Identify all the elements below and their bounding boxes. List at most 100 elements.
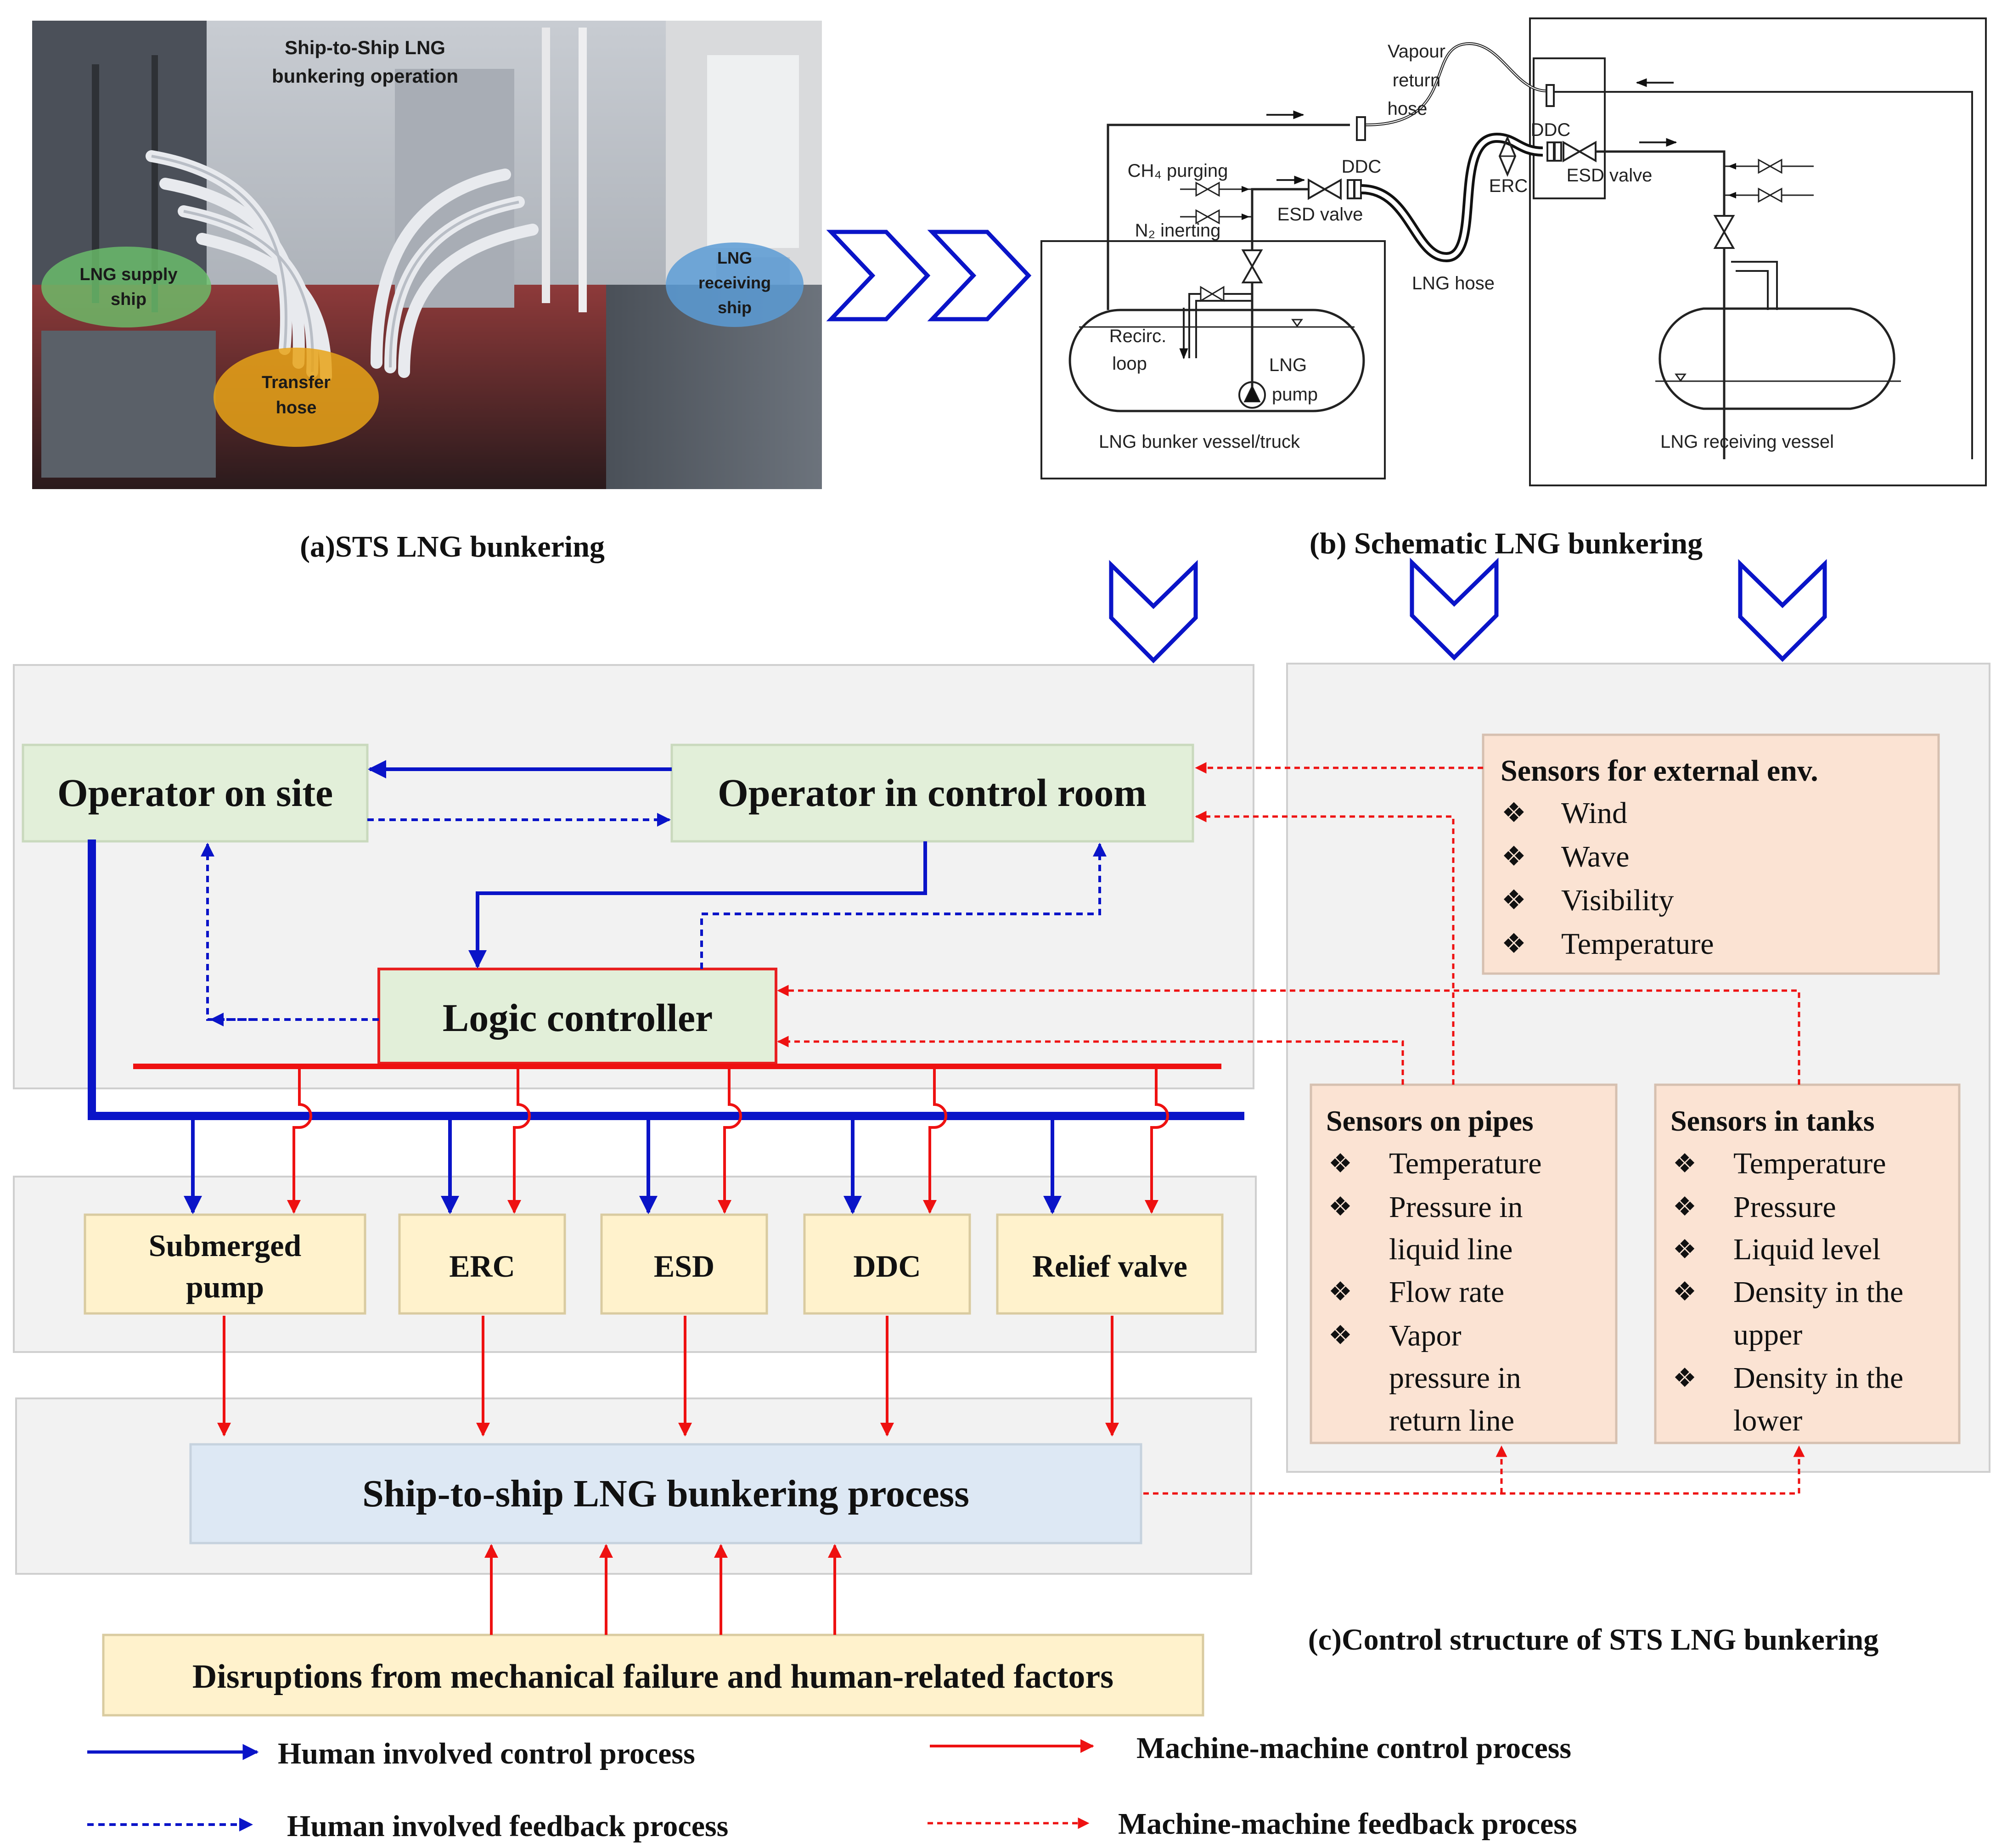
lng-hose-label: LNG hose [1412, 273, 1495, 293]
supply-ship-highlight [41, 247, 211, 327]
receiving-vessel-label: LNG receiving vessel [1660, 432, 1834, 452]
disruptions-label: Disruptions from mechanical failure and … [192, 1658, 1113, 1696]
sensors-pipes-title: Sensors on pipes [1326, 1104, 1534, 1137]
human-control-arrows [88, 760, 1244, 1214]
sensors-tanks-item: upper [1733, 1318, 1802, 1352]
lng-process-box [189, 1443, 1142, 1544]
photo-title-line2: bunkering operation [272, 65, 458, 87]
bullet-icon: ❖ [1673, 1363, 1697, 1393]
caption-b: (b) Schematic LNG bunkering [1310, 527, 1703, 560]
transfer-hose-highlight [214, 348, 379, 447]
sensors-ext-item: Wave [1561, 840, 1630, 873]
pump-icon [1238, 381, 1266, 409]
control-boxes [22, 733, 1961, 1717]
photo-title-line1: Ship-to-Ship LNG [285, 37, 445, 58]
disruptions-box [102, 1634, 1204, 1717]
sensors-pipes-item: Pressure in [1389, 1190, 1523, 1224]
legend-machine-control-label: Machine-machine control process [1136, 1731, 1571, 1765]
operator-on-site-box [22, 744, 369, 843]
pump-label-line1: LNG [1269, 355, 1307, 375]
legend-human-feedback-label: Human involved feedback process [287, 1809, 728, 1843]
lng-schematic [1040, 17, 1987, 486]
submerged-pump-label-line2: pump [186, 1269, 264, 1304]
legend-human-control-label: Human involved control process [278, 1737, 695, 1770]
sensors-ext-item: Wind [1561, 796, 1627, 830]
bullet-icon: ❖ [1673, 1277, 1697, 1307]
receiving-ship-label-line2: receiving [698, 273, 771, 292]
bunker-vessel-box [1040, 240, 1386, 479]
sensors-tanks-item: Liquid level [1733, 1233, 1881, 1266]
erc-label: ERC [1489, 176, 1528, 196]
sensors-pipes-item: Temperature [1389, 1147, 1542, 1180]
legend-machine-feedback-label: Machine-machine feedback process [1118, 1807, 1577, 1841]
sensors-tanks-box [1654, 1083, 1961, 1444]
schematic-labels: Vapour return hose DDC DDC CH₄ purging N… [1099, 41, 1834, 452]
chevron-right-icon [826, 230, 1032, 321]
esd-label: ESD [654, 1249, 714, 1284]
sensors-external-box [1482, 733, 1940, 975]
machine-feedback-arrows [777, 762, 1805, 1495]
ddc-right-label: DDC [1531, 120, 1571, 140]
bunker-vessel-label: LNG bunker vessel/truck [1099, 432, 1300, 452]
sensors-pipes-item: Flow rate [1389, 1275, 1504, 1309]
caption-a: (a)STS LNG bunkering [300, 530, 605, 563]
bullet-icon: ❖ [1501, 841, 1526, 872]
receiving-ship-label-line3: ship [718, 298, 752, 317]
lng-process-label: Ship-to-ship LNG bunkering process [362, 1472, 969, 1515]
recirc-label-line2: loop [1112, 354, 1147, 374]
bullet-icon: ❖ [1328, 1149, 1352, 1178]
submerged-pump-box [84, 1213, 366, 1315]
bullet-icon: ❖ [1328, 1192, 1352, 1222]
sensors-ext-item: Temperature [1561, 927, 1714, 961]
ddc-left-label: DDC [1342, 157, 1382, 177]
sensors-tanks-item: Pressure [1733, 1190, 1836, 1224]
bullet-icon: ❖ [1501, 885, 1526, 915]
erc-label: ERC [449, 1249, 515, 1284]
sensors-tanks-item: Temperature [1733, 1147, 1886, 1180]
vapour-label-line3: hose [1388, 99, 1428, 119]
bullet-icon: ❖ [1673, 1234, 1697, 1264]
erc-symbol [1498, 135, 1517, 177]
bullet-icon: ❖ [1673, 1192, 1697, 1222]
erc-box [398, 1213, 566, 1315]
bullet-icon: ❖ [1328, 1320, 1352, 1350]
recirc-label-line1: Recirc. [1109, 326, 1166, 346]
sensors-pipes-box [1310, 1083, 1618, 1444]
chevron-down-icon [1109, 558, 1827, 664]
transfer-hose-label-line1: Transfer [262, 373, 331, 392]
caption-c: (c)Control structure of STS LNG bunkerin… [1308, 1623, 1878, 1656]
receiving-vessel-box [1529, 17, 1987, 486]
control-box-texts: Operator on site Operator in control roo… [57, 771, 1187, 1696]
ch4-purging-label: CH₄ purging [1128, 161, 1228, 181]
vapour-label-line1: Vapour [1388, 41, 1445, 62]
esd-box [600, 1213, 768, 1315]
bullet-icon: ❖ [1328, 1277, 1352, 1307]
receiving-tank [1659, 307, 1895, 410]
supply-ship-label-line2: ship [111, 290, 146, 309]
operator-on-site-label: Operator on site [57, 771, 333, 815]
sensors-tanks-item: Density in the [1733, 1361, 1903, 1395]
sensors-ext-item: Visibility [1561, 884, 1674, 917]
sensor-texts: Sensors for external env. ❖ Wind ❖ Wave … [1326, 754, 1903, 1437]
sensors-tanks-item: Density in the [1733, 1275, 1903, 1309]
bullet-icon: ❖ [1501, 929, 1526, 959]
legend: Human involved control process Human inv… [87, 1731, 1577, 1843]
supply-ship-label-line1: LNG supply [79, 265, 177, 284]
ddc-area-box [1533, 57, 1606, 199]
sensors-tanks-title: Sensors in tanks [1670, 1104, 1875, 1137]
ddc-label: DDC [853, 1249, 921, 1284]
esd-right-label: ESD valve [1567, 165, 1653, 186]
pump-label-line2: pump [1272, 384, 1318, 405]
machine-control-arrows [217, 1066, 1169, 1635]
sensors-tanks-item: lower [1733, 1404, 1802, 1437]
esd-left-label: ESD valve [1277, 204, 1363, 225]
operator-control-room-label: Operator in control room [718, 771, 1147, 815]
n2-inerting-label: N₂ inerting [1135, 220, 1221, 241]
sensors-ext-title: Sensors for external env. [1501, 754, 1818, 788]
logic-controller-label: Logic controller [443, 996, 713, 1040]
transfer-hose-label-line2: hose [276, 398, 317, 417]
receiving-ship-highlight [666, 242, 804, 327]
sensors-pipes-item: Vapor [1389, 1319, 1462, 1352]
receiving-ship-label-line1: LNG [717, 248, 752, 267]
